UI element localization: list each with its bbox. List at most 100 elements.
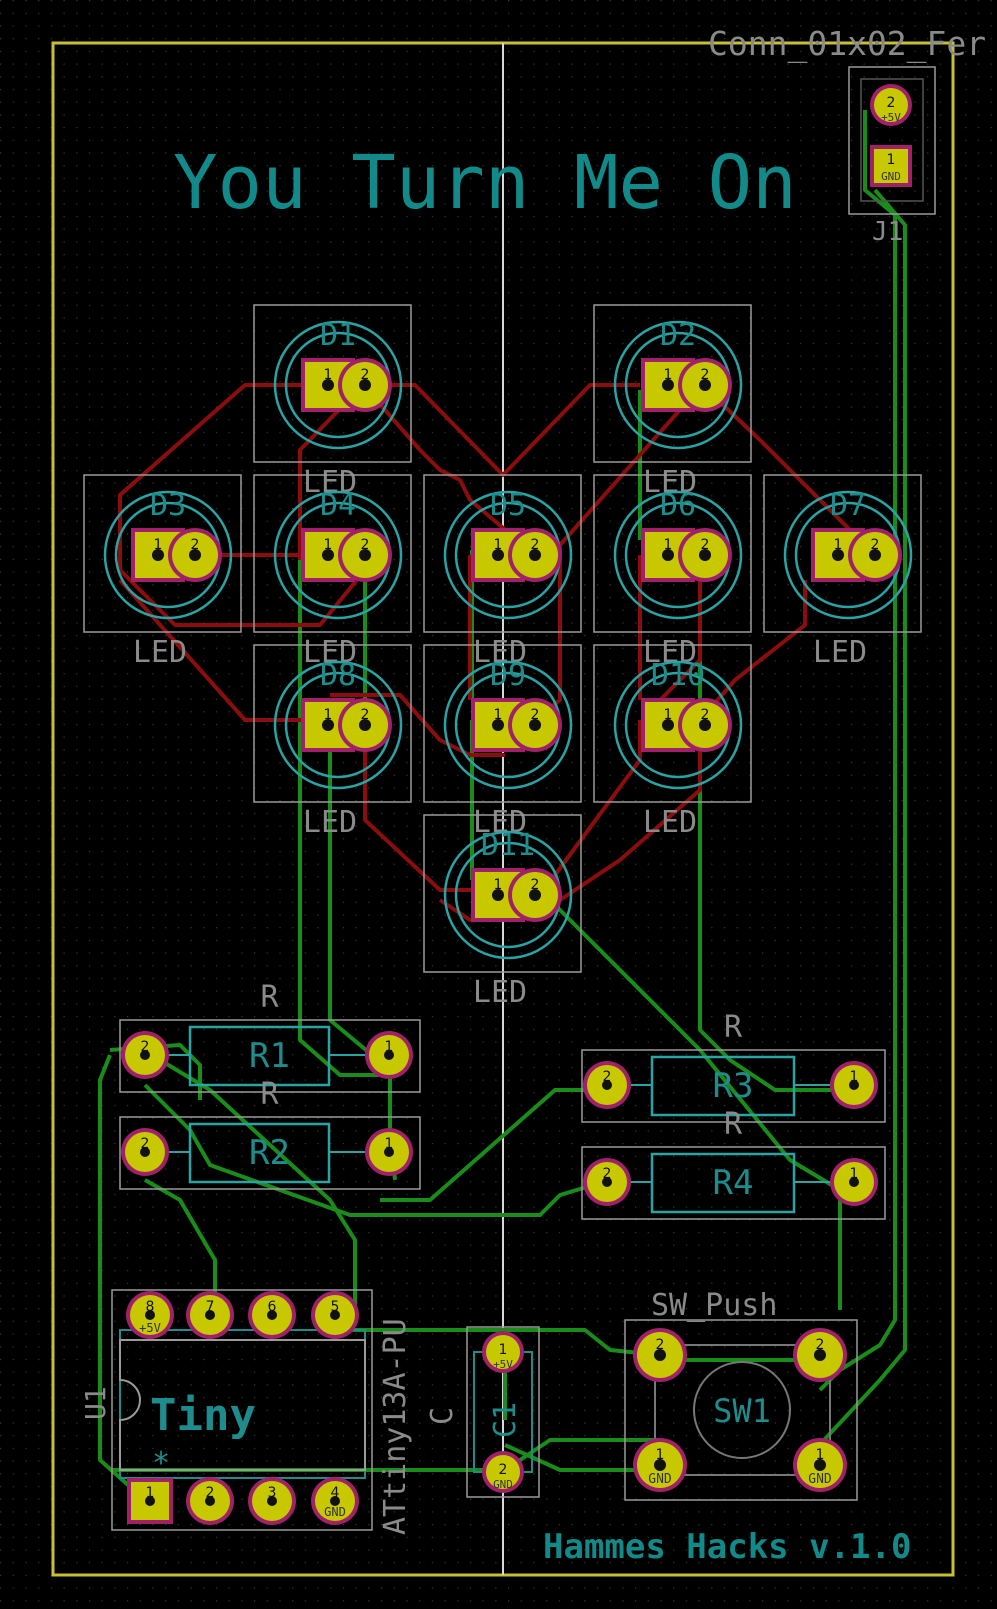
led-pad-1-num: 1 — [494, 877, 503, 893]
led-pad-1-num: 1 — [154, 537, 163, 553]
led-pad-2[interactable]: 2 — [508, 868, 562, 922]
resistor-pad-2[interactable]: 2 — [121, 1128, 169, 1176]
led-pad-2[interactable]: 2 — [678, 358, 732, 412]
resistor-pad-num: 1 — [385, 1136, 394, 1152]
mcu-pad-5[interactable]: 5 — [311, 1291, 359, 1339]
resistor-pad-2[interactable]: 2 — [583, 1061, 631, 1109]
mcu-pad-8[interactable]: 8+5V — [126, 1291, 174, 1339]
led-pad-2[interactable]: 2 — [508, 698, 562, 752]
led-body-outer — [783, 490, 913, 620]
resistor-pad-1[interactable]: 1 — [830, 1061, 878, 1109]
switch-fab-outline — [654, 1344, 831, 1476]
capacitor-pad-2[interactable]: 2 GND — [482, 1451, 524, 1493]
led-pad-2[interactable]: 2 — [338, 698, 392, 752]
mcu-pad-1[interactable]: 1 — [127, 1478, 173, 1524]
mcu-pad-num: 6 — [268, 1299, 277, 1315]
mcu-pad-net: +5V — [139, 1321, 161, 1335]
led-body-outer — [273, 660, 403, 790]
connector-pad-2[interactable]: 2 +5V — [870, 84, 912, 126]
led-pad-2[interactable]: 2 — [168, 528, 222, 582]
switch-pad-2[interactable]: 2 — [793, 1328, 847, 1382]
mcu-silk-body — [119, 1339, 366, 1471]
capacitor-pad-1-net: +5V — [493, 1358, 513, 1371]
led-body-outer — [443, 830, 573, 960]
resistor-pad-1[interactable]: 1 — [365, 1031, 413, 1079]
led-ref-label: D7 — [830, 488, 866, 523]
led-ref-label: D11 — [481, 828, 535, 863]
connector-pad-1-num: 1 — [887, 152, 896, 168]
resistor-value-label: R — [260, 1077, 279, 1112]
led-pad-1-num: 1 — [324, 707, 333, 723]
led-value-label: LED — [473, 805, 527, 840]
led-courtyard — [423, 644, 582, 803]
led-courtyard — [763, 474, 922, 633]
mcu-pad-num: 5 — [331, 1299, 340, 1315]
resistor-value-label: R — [260, 980, 279, 1015]
mcu-pad-num: 3 — [268, 1485, 277, 1501]
led-pad-2[interactable]: 2 — [508, 528, 562, 582]
mcu-pad-3[interactable]: 3 — [248, 1477, 296, 1525]
led-body-outer — [443, 490, 573, 620]
led-ref-label: D9 — [490, 658, 526, 693]
led-ref-label: D6 — [660, 488, 696, 523]
led-pad-2[interactable]: 2 — [338, 528, 392, 582]
switch-actuator — [693, 1361, 791, 1459]
mcu-pad-7[interactable]: 7 — [186, 1291, 234, 1339]
led-courtyard — [253, 474, 412, 633]
led-pad-2[interactable]: 2 — [848, 528, 902, 582]
mcu-pad-6[interactable]: 6 — [248, 1291, 296, 1339]
resistor-pad-1[interactable]: 1 — [830, 1158, 878, 1206]
resistor-pad-2[interactable]: 2 — [583, 1158, 631, 1206]
led-courtyard — [83, 474, 242, 633]
connector-j1[interactable]: 2 +5V 1 GND Conn_01x02_Fer J1 — [708, 24, 986, 247]
capacitor-pad-1[interactable]: 1 +5V — [482, 1331, 524, 1373]
resistor-courtyard — [119, 1019, 421, 1093]
switch-courtyard — [624, 1319, 858, 1501]
led-pad-2[interactable]: 2 — [338, 358, 392, 412]
led-pad-2-num: 2 — [701, 707, 710, 723]
mcu-pad-2[interactable]: 2 — [186, 1477, 234, 1525]
mcu-pad-num: 7 — [206, 1299, 215, 1315]
led-ref-label: D3 — [150, 488, 186, 523]
capacitor-c1[interactable]: C1 C 1 +5V 2 GND — [425, 1326, 540, 1498]
connector-pad-1[interactable]: 1 GND — [870, 145, 912, 187]
led-body-outer — [613, 660, 743, 790]
led-ref-label: D2 — [660, 318, 696, 353]
switch-pad-num: 2 — [816, 1337, 825, 1353]
mcu-pad-num: 2 — [206, 1485, 215, 1501]
led-pad-2[interactable]: 2 — [678, 528, 732, 582]
resistor-pad-1[interactable]: 1 — [365, 1128, 413, 1176]
capacitor-pad-1-num: 1 — [499, 1342, 508, 1358]
switch-pad-2[interactable]: 2 — [633, 1328, 687, 1382]
led-pad-2[interactable]: 2 — [678, 698, 732, 752]
resistor-value-label: R — [724, 1010, 743, 1045]
switch-value-label: SW_Push — [651, 1288, 777, 1323]
led-pad-1-num: 1 — [664, 537, 673, 553]
led-ref-label: D5 — [490, 488, 526, 523]
resistor-pad-2[interactable]: 2 — [121, 1031, 169, 1079]
resistor-value-label: R — [724, 1107, 743, 1142]
led-ref-label: D1 — [320, 318, 356, 353]
